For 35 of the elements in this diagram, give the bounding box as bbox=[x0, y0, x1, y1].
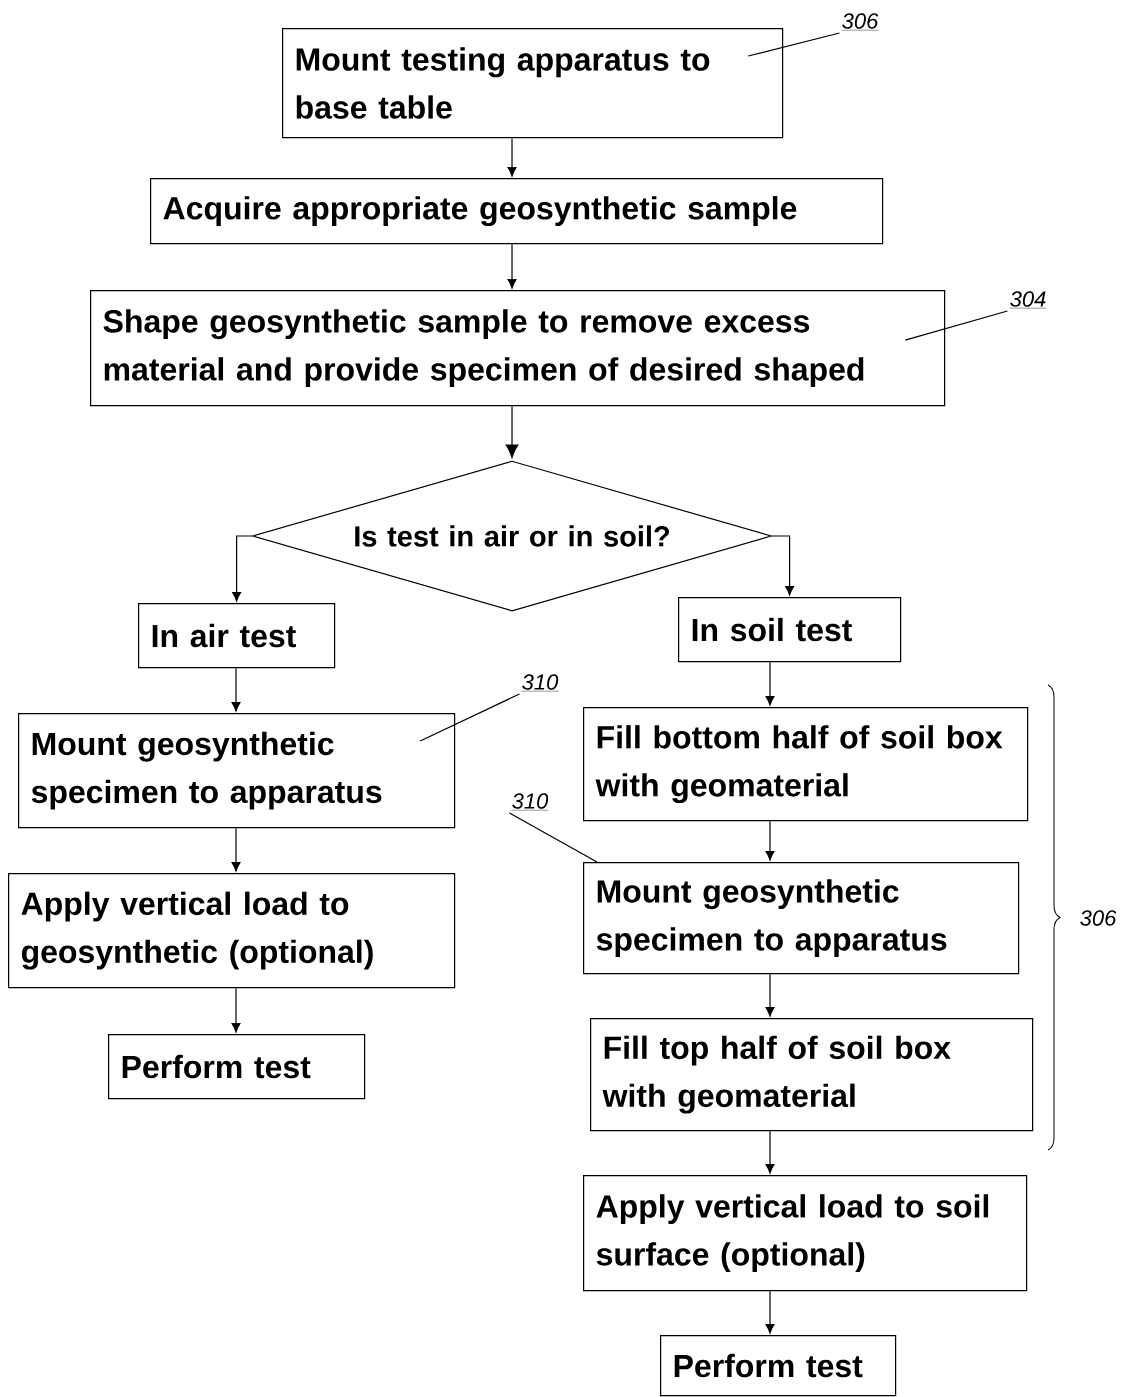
process-box: Fill bottom half of soil box with geomaterial bbox=[583, 707, 1029, 822]
reference-numeral: 304 bbox=[1009, 291, 1047, 309]
process-box: Perform test bbox=[660, 1335, 897, 1397]
reference-numeral: 306 bbox=[841, 13, 879, 31]
arrow bbox=[505, 405, 519, 458]
leader-line bbox=[508, 812, 598, 863]
process-box: Mount testing apparatus to base table bbox=[282, 28, 784, 139]
process-box: Acquire appropriate geosynthetic sample bbox=[150, 178, 884, 245]
arrow bbox=[507, 243, 517, 289]
arrow bbox=[765, 973, 775, 1017]
leader-line bbox=[419, 693, 521, 742]
process-box: Mount geosynthetic specimen to apparatus bbox=[18, 713, 456, 829]
arrow bbox=[765, 661, 775, 706]
arrow bbox=[231, 987, 241, 1033]
arrow bbox=[765, 1290, 775, 1334]
process-box: Shape geosynthetic sample to remove excess material and provide specimen of desired shaped bbox=[90, 290, 946, 407]
leader-line bbox=[904, 310, 1009, 341]
process-box: Apply vertical load to soil surface (optional) bbox=[583, 1175, 1028, 1292]
process-box: Mount geosynthetic specimen to apparatus bbox=[583, 862, 1020, 975]
arrow bbox=[765, 820, 775, 861]
process-box: Fill top half of soil box with geomaterial bbox=[590, 1018, 1034, 1132]
arrow bbox=[231, 827, 241, 872]
reference-numeral: 310 bbox=[511, 793, 549, 811]
arrow bbox=[771, 535, 795, 596]
process-box: In soil test bbox=[678, 597, 902, 663]
process-box: Perform test bbox=[108, 1034, 366, 1100]
arrow bbox=[507, 137, 517, 177]
reference-numeral: 310 bbox=[521, 674, 559, 692]
process-box: Apply vertical load to geosynthetic (optional) bbox=[8, 873, 456, 989]
process-box: In air test bbox=[138, 603, 336, 669]
leader-line bbox=[747, 32, 841, 57]
arrow bbox=[231, 667, 241, 712]
arrow bbox=[765, 1130, 775, 1174]
reference-numeral: 306 bbox=[1080, 910, 1117, 926]
arrow bbox=[232, 535, 253, 602]
